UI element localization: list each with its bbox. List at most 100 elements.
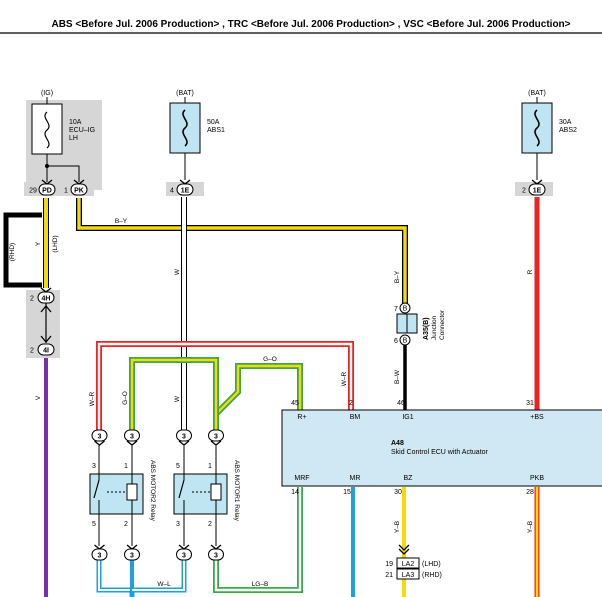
relay-m1-pin-5: 5 xyxy=(176,463,180,470)
relay-m1-pin-2: 2 xyxy=(208,521,212,528)
label-w-relay: W xyxy=(174,395,181,402)
connector-la3 xyxy=(396,568,420,580)
relay-m2-pin-1: 1 xyxy=(124,463,128,470)
a35-pin-top: 7 xyxy=(394,306,398,313)
wire-wr xyxy=(97,342,353,430)
fuse-abs2-icon xyxy=(534,109,540,147)
wire-wl-outline xyxy=(96,560,135,597)
connector-pd: PD 29 xyxy=(29,179,56,196)
ecu-pin-30-num: 30 xyxy=(394,489,402,496)
relay-m1-body xyxy=(173,473,228,515)
a35-pin-b-bottom: B xyxy=(403,338,408,345)
relay-connectors-top: 3 3 3 3 xyxy=(91,429,224,446)
label-yb1: Y–B xyxy=(394,521,401,533)
wire-lgb-outline xyxy=(213,487,303,593)
label-by-vert: B–Y xyxy=(394,270,401,283)
fuse-abs2: 30A ABS2 xyxy=(521,97,577,180)
label-by: B–Y xyxy=(115,218,128,225)
connector-pk-code: PK xyxy=(74,188,84,195)
wire-go-outline-2 xyxy=(129,357,219,430)
relay-m1-pin-3: 3 xyxy=(176,521,180,528)
wire-go-2 xyxy=(130,358,218,430)
fuse-ecu-ig-icon xyxy=(44,111,50,149)
ecu-pin-45-label: R+ xyxy=(297,414,306,421)
relay-m2-conn-top-2: 3 xyxy=(124,429,140,446)
relay-m2-pin-5: 5 xyxy=(92,521,96,528)
connector-pd-code: PD xyxy=(42,188,52,195)
svg-text:3: 3 xyxy=(98,553,102,560)
a35-name1: Junction xyxy=(431,315,438,340)
wire-by xyxy=(77,198,407,304)
connector-1e-2-code: 1E xyxy=(533,188,542,195)
svg-text:3: 3 xyxy=(214,434,218,441)
label-wr-left: W–R xyxy=(89,391,96,406)
power-bat-1: (BAT) xyxy=(176,90,194,97)
a35-id: A35(B) xyxy=(423,317,430,340)
fuse-abs1-name: ABS1 xyxy=(207,127,225,134)
fuse-abs2-name: ABS2 xyxy=(559,127,577,134)
ecu-pin-28-label: PKB xyxy=(530,475,544,482)
relay-m2-name: ABS MOTOR2 Relay xyxy=(149,460,156,522)
relay-m2-conn-top-1: 3 xyxy=(91,429,108,446)
connector-1e-4: 1E 4 xyxy=(170,179,194,196)
ecu-name: Skid Control ECU with Actuator xyxy=(391,449,489,456)
label-lhd: (LHD) xyxy=(52,235,59,252)
ecu-pin-31-num: 31 xyxy=(526,400,534,407)
power-bat-2: (BAT) xyxy=(528,90,546,97)
ecu-pin-28-num: 28 xyxy=(526,489,534,496)
power-ig: (IG) xyxy=(41,90,53,97)
a35-name2: Connector xyxy=(439,309,446,340)
relay-m1-pin-1: 1 xyxy=(208,463,212,470)
connector-1e-4-pin: 4 xyxy=(170,188,174,195)
connector-1e-4-code: 1E xyxy=(181,188,190,195)
svg-text:3: 3 xyxy=(98,434,102,441)
connector-pk: PK 1 xyxy=(64,179,88,196)
connector-pk-pin: 1 xyxy=(64,188,68,195)
connector-la2 xyxy=(396,557,420,569)
connector-4i-pin: 2 xyxy=(30,348,34,355)
relay-m1-conn-bottom-2: 3 xyxy=(208,544,224,561)
wire-rhd-black xyxy=(3,212,42,288)
ecu-pin-46-num: 46 xyxy=(397,400,405,407)
connector-4h-pin: 2 xyxy=(30,296,34,303)
relay-m2-pin-3: 3 xyxy=(92,463,96,470)
fuse-ecu-ig-name2: LH xyxy=(69,135,78,142)
fuse-ecu-ig-name1: ECU–IG xyxy=(69,127,95,134)
relay-abs-motor1: 5 1 3 2 ABS MOTOR1 Relay xyxy=(173,445,240,546)
connector-4h: 4H 2 xyxy=(30,287,55,304)
label-wl: W–L xyxy=(157,581,171,588)
connector-1e-2-pin: 2 xyxy=(522,188,526,195)
ecu-pin-15-label: MR xyxy=(350,475,361,482)
connector-pd-pin: 29 xyxy=(29,188,37,195)
label-yb2: Y–B xyxy=(527,521,534,533)
ecu-pin-31-label: +BS xyxy=(530,414,544,421)
relay-m1-conn-top-2: 3 xyxy=(208,429,224,446)
relay-m1-conn-top-1: 3 xyxy=(176,429,192,446)
wire-by-outline xyxy=(76,198,408,304)
relay-connectors-bottom: 3 3 3 3 xyxy=(91,544,224,561)
label-wr-right: W–R xyxy=(341,371,348,386)
ecu-a48: A48 Skid Control ECU with Actuator 45 R+… xyxy=(281,400,602,496)
wire-lgb xyxy=(214,487,302,592)
fuse-ecu-ig: 10A ECU–IG LH xyxy=(26,97,102,190)
connector-4i-code: 4I xyxy=(43,348,49,355)
ecu-id: A48 xyxy=(391,440,404,447)
svg-text:3: 3 xyxy=(130,553,134,560)
label-v: V xyxy=(35,395,42,400)
fuse-abs2-amp: 30A xyxy=(559,119,572,126)
ecu-pin-2-label: BM xyxy=(350,414,361,421)
connector-4h-code: 4H xyxy=(42,296,51,303)
ecu-pin-45-num: 45 xyxy=(291,400,299,407)
ecu-pin-46-label: IG1 xyxy=(402,414,413,421)
fuse-abs1: 50A ABS1 xyxy=(169,97,225,180)
ecu-pin-2-num: 2 xyxy=(349,400,353,407)
ecu-body xyxy=(281,409,602,487)
junction-connector-a35: B 7 B 6 A35(B) Junction Connector xyxy=(394,302,446,346)
connector-la2-pin: 19 xyxy=(385,561,393,568)
ecu-pin-14-num: 14 xyxy=(291,489,299,496)
wire-wl2 xyxy=(132,560,185,591)
relay-m1-name: ABS MOTOR1 Relay xyxy=(233,460,240,522)
a35-pin-b-top: B xyxy=(403,306,408,313)
relay-m2-conn-bottom-1: 3 xyxy=(91,544,108,561)
